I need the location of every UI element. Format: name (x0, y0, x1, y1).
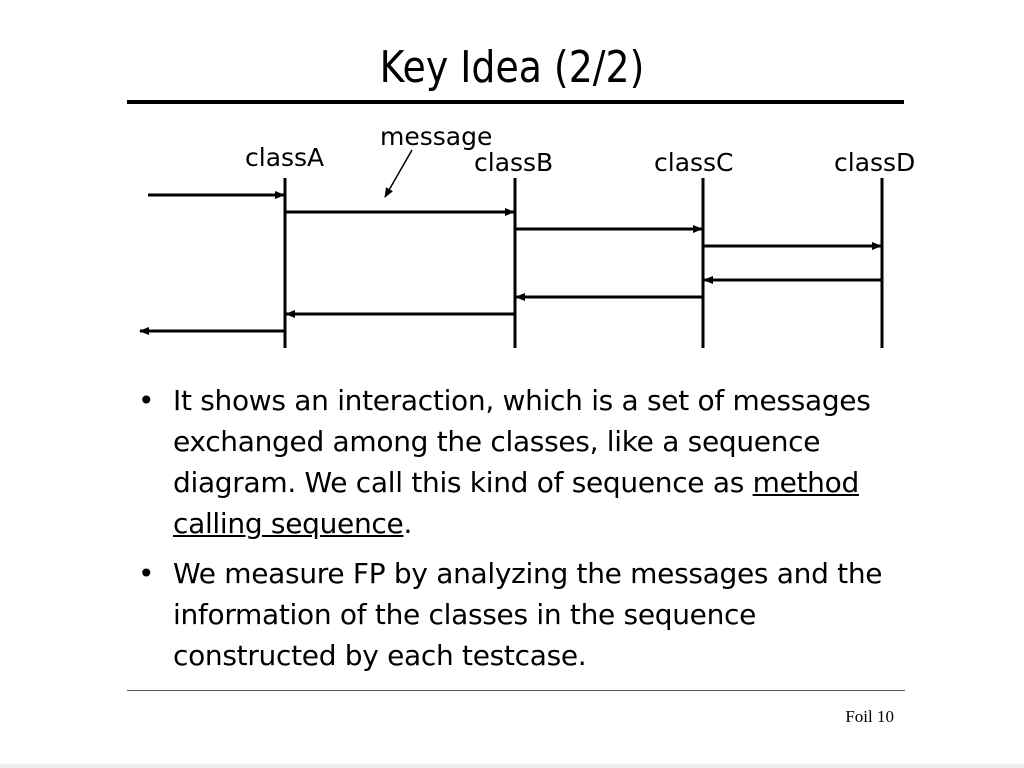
bullet-text-end: . (403, 507, 413, 540)
sequence-diagram: classA classB classC classD message (139, 122, 915, 348)
bullet-item: • It shows an interaction, which is a se… (128, 380, 888, 544)
bullet-text: It shows an interaction, which is a set … (173, 384, 871, 499)
message-annotation-pointer (384, 149, 413, 198)
bullet-marker: • (138, 384, 155, 417)
title-underline (127, 100, 904, 104)
bullet-text: We measure FP by analyzing the messages … (173, 557, 883, 672)
bullet-list: • It shows an interaction, which is a se… (128, 380, 888, 685)
class-label-classD: classD (834, 148, 915, 177)
bullet-marker: • (138, 557, 155, 590)
bottom-band (0, 764, 1024, 768)
message-annotation-label: message (380, 122, 492, 151)
bullet-item: • We measure FP by analyzing the message… (128, 553, 888, 676)
slide-title: Key Idea (2/2) (379, 42, 645, 93)
bullet-emphasis-term: method calling sequence (173, 466, 859, 540)
foil-number: Foil 10 (845, 707, 894, 726)
class-label-classA: classA (245, 143, 324, 172)
footer-divider (127, 690, 905, 691)
class-label-classC: classC (654, 148, 734, 177)
class-label-classB: classB (474, 148, 553, 177)
